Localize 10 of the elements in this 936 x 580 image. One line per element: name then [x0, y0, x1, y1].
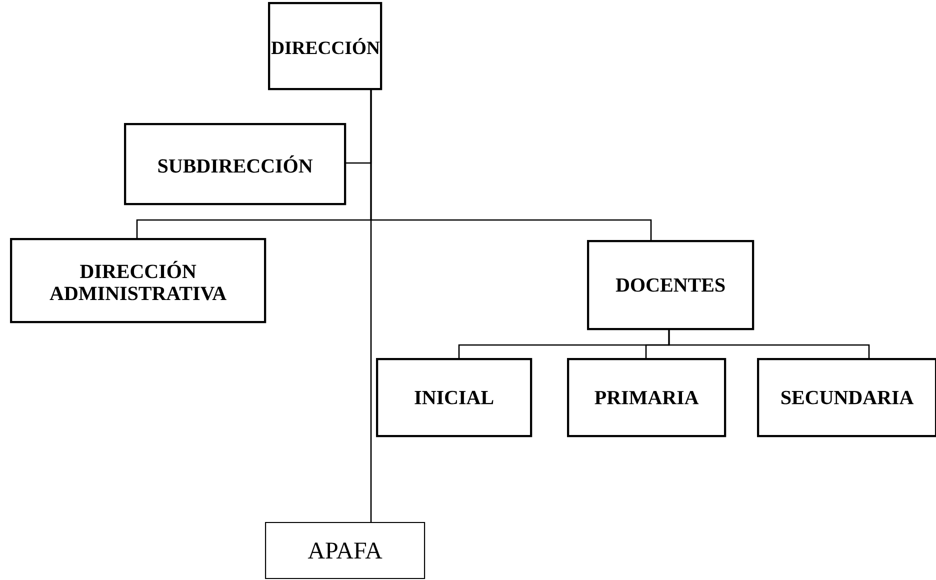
org-box: APAFA	[265, 522, 426, 580]
org-box: DIRECCIÓN	[268, 2, 382, 90]
org-box: DOCENTES	[587, 240, 754, 330]
connector-line	[370, 88, 372, 522]
org-box: PRIMARIA	[567, 358, 726, 438]
org-box: DIRECCIÓN ADMINISTRATIVA	[10, 238, 266, 324]
org-box: INICIAL	[376, 358, 532, 438]
connector-line	[668, 328, 870, 358]
org-box: SUBDIRECCIÓN	[124, 123, 346, 206]
org-box: SECUNDARIA	[757, 358, 936, 438]
